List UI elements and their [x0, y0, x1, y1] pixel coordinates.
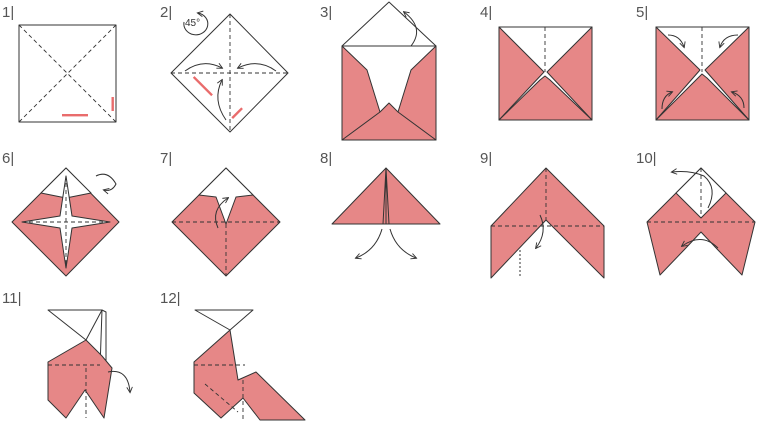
fold-arrow-down — [536, 214, 544, 248]
fold-arrow-right — [107, 370, 130, 392]
step-4-figure — [498, 26, 593, 121]
pull-arrow-left — [356, 228, 383, 258]
fold-arrow-bl — [661, 92, 672, 110]
step-2-figure: 45° — [170, 13, 289, 133]
fold-arrow-center — [215, 198, 228, 229]
fold-arrow-br — [732, 92, 745, 109]
step-7-label: 7| — [160, 150, 172, 167]
step-1-figure — [18, 24, 117, 123]
step-9-label: 9| — [480, 150, 492, 167]
step-2-logo — [192, 76, 243, 119]
pull-arrow-right — [389, 228, 416, 258]
step-4-label: 4| — [480, 4, 492, 21]
step-12-figure — [193, 309, 306, 421]
step-6-label: 6| — [2, 150, 14, 167]
step-11-figure — [47, 309, 130, 419]
flip-arrow — [95, 173, 117, 190]
step-10-label: 10| — [636, 150, 657, 167]
step-5-figure — [655, 26, 750, 121]
step-2-label: 2| — [160, 4, 172, 21]
rotate-icon: 45° — [183, 13, 209, 36]
step-10-figure — [646, 167, 756, 276]
step-1-logo — [62, 97, 114, 117]
fold-arrow-left — [184, 64, 222, 72]
step-5-label: 5| — [636, 4, 648, 21]
step-12-label: 12| — [160, 290, 181, 307]
step-1-label: 1| — [2, 4, 14, 21]
fold-arrow-bottom — [218, 80, 227, 121]
step-8-figure — [331, 167, 441, 258]
step-9-figure — [490, 167, 605, 279]
step-11-label: 11| — [2, 290, 21, 307]
step-6-figure — [11, 167, 120, 277]
step-3-figure — [341, 1, 437, 141]
fold-arrow-right — [238, 64, 277, 72]
fold-arrow-under — [682, 239, 719, 249]
step-3-label: 3| — [320, 4, 332, 21]
fold-arrow-top — [404, 12, 418, 47]
fold-arrow-tl — [667, 34, 684, 47]
rotate-label: 45° — [185, 18, 200, 29]
step-8-label: 8| — [320, 150, 332, 167]
fold-arrow-tr — [720, 34, 739, 47]
step-7-figure — [171, 167, 281, 277]
fold-arrow-up — [672, 172, 713, 209]
